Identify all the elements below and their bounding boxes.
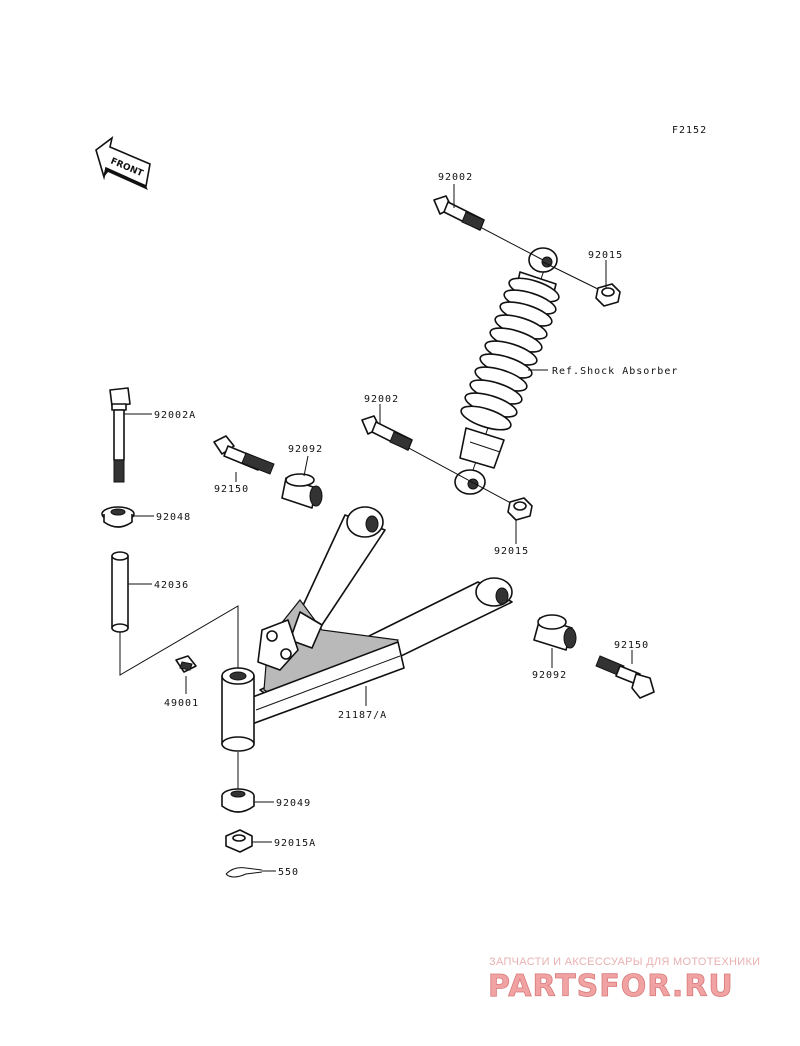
label-92092-right: 92092	[532, 670, 567, 681]
label-92015A: 92015A	[274, 838, 316, 849]
bolt-92002A	[109, 387, 131, 483]
bushing-92048	[101, 506, 135, 528]
bushing-92092-top	[281, 473, 323, 509]
label-92048: 92048	[156, 512, 191, 523]
tube-42036	[111, 551, 129, 633]
label-92002A: 92002A	[154, 410, 196, 421]
nut-92015-top	[542, 261, 621, 307]
label-92049: 92049	[276, 798, 311, 809]
nut-92015-mid	[507, 497, 533, 521]
label-42036: 42036	[154, 580, 189, 591]
bolt-92150-left	[213, 435, 275, 475]
watermark-tagline: ЗАПЧАСТИ И АКСЕССУАРЫ ДЛЯ МОТОТЕХНИКИ	[489, 956, 760, 968]
nut-92015A	[225, 829, 253, 853]
label-49001: 49001	[164, 698, 199, 709]
bolt-92002-top	[433, 195, 544, 261]
coil-spring	[460, 277, 560, 431]
label-92092-top: 92092	[288, 444, 323, 455]
front-arrow-icon: FRONT	[95, 136, 151, 190]
label-92002-mid: 92002	[364, 394, 399, 405]
label-92150-left: 92150	[214, 484, 249, 495]
label-92015-mid: 92015	[494, 546, 529, 557]
leader-lines	[124, 184, 633, 872]
watermark: ЗАПЧАСТИ И АКСЕССУАРЫ ДЛЯ МОТОТЕХНИКИ PA…	[488, 956, 760, 1004]
label-21187A: 21187/A	[338, 710, 387, 721]
cotter-pin-550	[225, 867, 263, 878]
watermark-brand: PARTSFOR.RU	[488, 969, 734, 1004]
label-92150-right: 92150	[614, 640, 649, 651]
diagram-code: F2152	[672, 125, 707, 136]
a-arm-21187A	[221, 506, 513, 752]
bushing-92049	[221, 788, 255, 813]
label-92015-top: 92015	[588, 250, 623, 261]
reference-line	[119, 605, 239, 676]
bolt-92150-right	[595, 655, 655, 699]
label-92002-top: 92002	[438, 172, 473, 183]
shock-absorber	[454, 247, 560, 495]
grease-fitting-49001	[175, 655, 197, 673]
label-ref-shock-absorber: Ref.Shock Absorber	[552, 366, 678, 377]
label-550: 550	[278, 867, 299, 878]
bushing-92092-right	[533, 614, 577, 651]
bolt-92002-mid	[361, 415, 521, 509]
